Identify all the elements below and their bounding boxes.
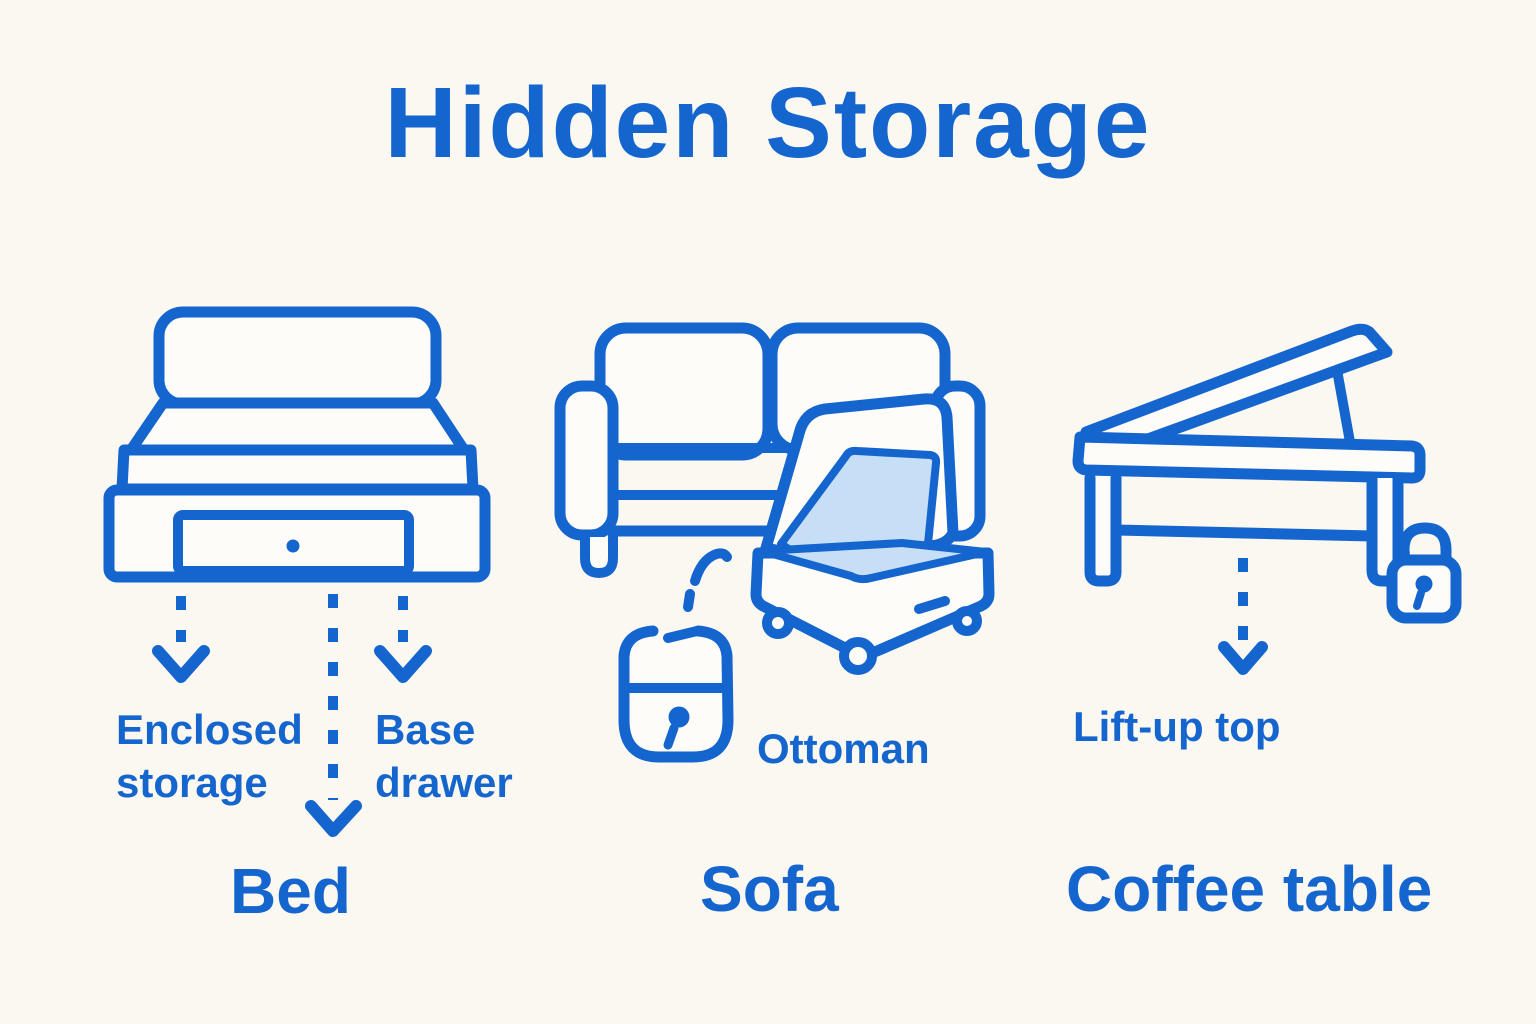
caster-wheel [952,606,982,636]
caster-wheel [839,637,877,675]
ottoman-icon [750,393,995,675]
page-title: Hidden Storage [384,67,1152,179]
annotation-enclosed-storage: Enclosed storage [116,706,303,806]
coffee-table-label: Coffee table [1066,853,1433,925]
caster-wheel [762,607,794,639]
drawer-handle-dot [286,539,300,553]
down-arrow-enclosed-storage [152,596,210,683]
curved-arrow-icon [683,548,732,612]
annotation-lift-up-top: Lift-up top [1073,703,1281,750]
annotation-ottoman: Ottoman [757,725,930,772]
sofa-icon [554,322,986,578]
down-arrow-bed [305,594,362,837]
down-arrow-lift-up-top [1218,558,1268,675]
padlock-icon-sofa [618,625,734,763]
coffee-table-icon [1072,323,1426,587]
bed-label: Bed [230,855,351,927]
annotation-base-drawer: Base drawer [375,706,513,806]
bed-icon [103,306,491,583]
down-arrow-base-drawer [374,596,432,683]
ottoman-handle [914,596,950,614]
sofa-label: Sofa [700,853,839,925]
padlock-icon-coffee-table [1386,522,1462,624]
